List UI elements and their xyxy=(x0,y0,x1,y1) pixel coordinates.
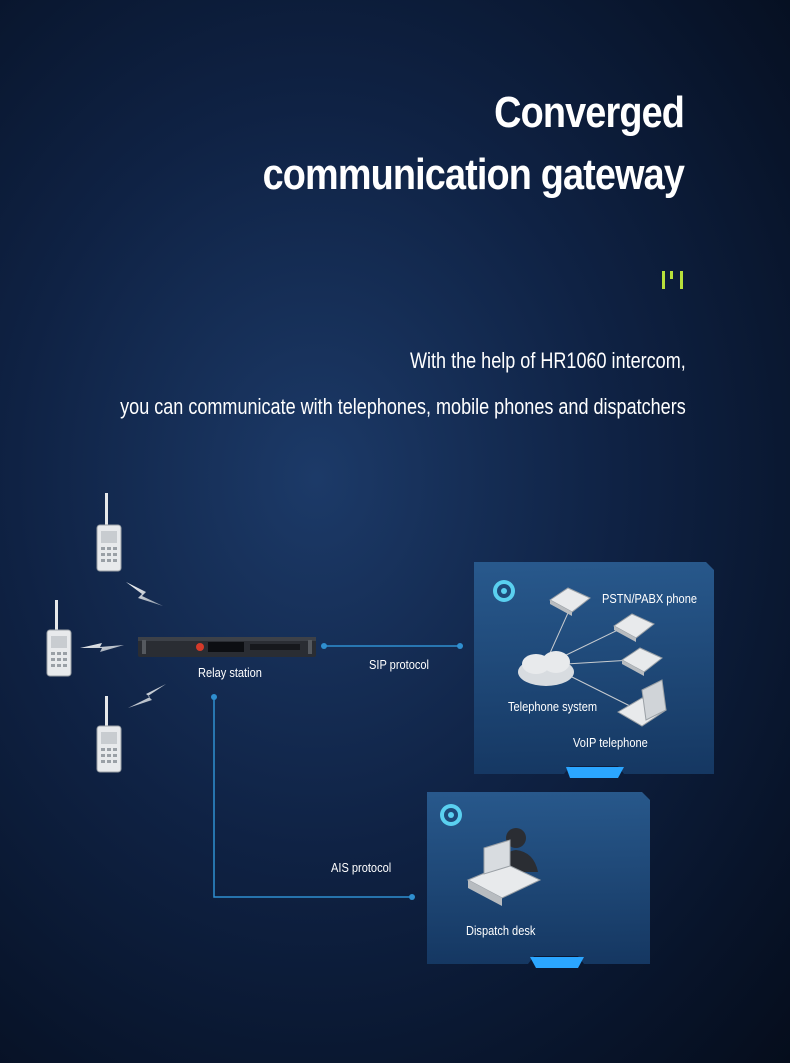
voip-phone-icon xyxy=(617,679,667,727)
voip-telephone-label: VoIP telephone xyxy=(573,735,648,750)
title-line-1: Converged xyxy=(494,88,685,137)
sip-protocol-label: SIP protocol xyxy=(369,657,430,672)
relay-station-label: Relay station xyxy=(198,665,262,680)
dispatcher-icon xyxy=(466,828,542,906)
dispatch-panel xyxy=(427,792,650,968)
desk-phone-icon xyxy=(549,587,591,616)
telephone-system-label: Telephone system xyxy=(508,699,598,714)
subtitle-line-1: With the help of HR1060 intercom, xyxy=(410,348,686,373)
radio-top-icon xyxy=(96,493,122,572)
desk-phone-icon-2 xyxy=(613,613,655,642)
subtitle-line-2: you can communicate with telephones, mob… xyxy=(120,394,686,419)
desk-phone-icon-3 xyxy=(621,647,663,676)
quote-mark-icon xyxy=(660,268,686,298)
connection-lines xyxy=(213,645,460,898)
radio-left-icon xyxy=(46,600,72,677)
lightning-bolt-icons xyxy=(80,582,166,708)
pstn-phone-label: PSTN/PABX phone xyxy=(602,591,698,606)
radio-bottom-icon xyxy=(96,696,122,773)
page-title: Converged communication gateway xyxy=(262,82,685,206)
subtitle: With the help of HR1060 intercom, you ca… xyxy=(120,338,686,430)
dispatch-desk-label: Dispatch desk xyxy=(466,923,536,938)
ais-protocol-label: AIS protocol xyxy=(331,860,392,875)
telephone-panel xyxy=(474,562,714,778)
title-line-2: communication gateway xyxy=(262,150,685,199)
relay-station-device xyxy=(138,637,316,657)
cloud-icon xyxy=(518,651,574,686)
